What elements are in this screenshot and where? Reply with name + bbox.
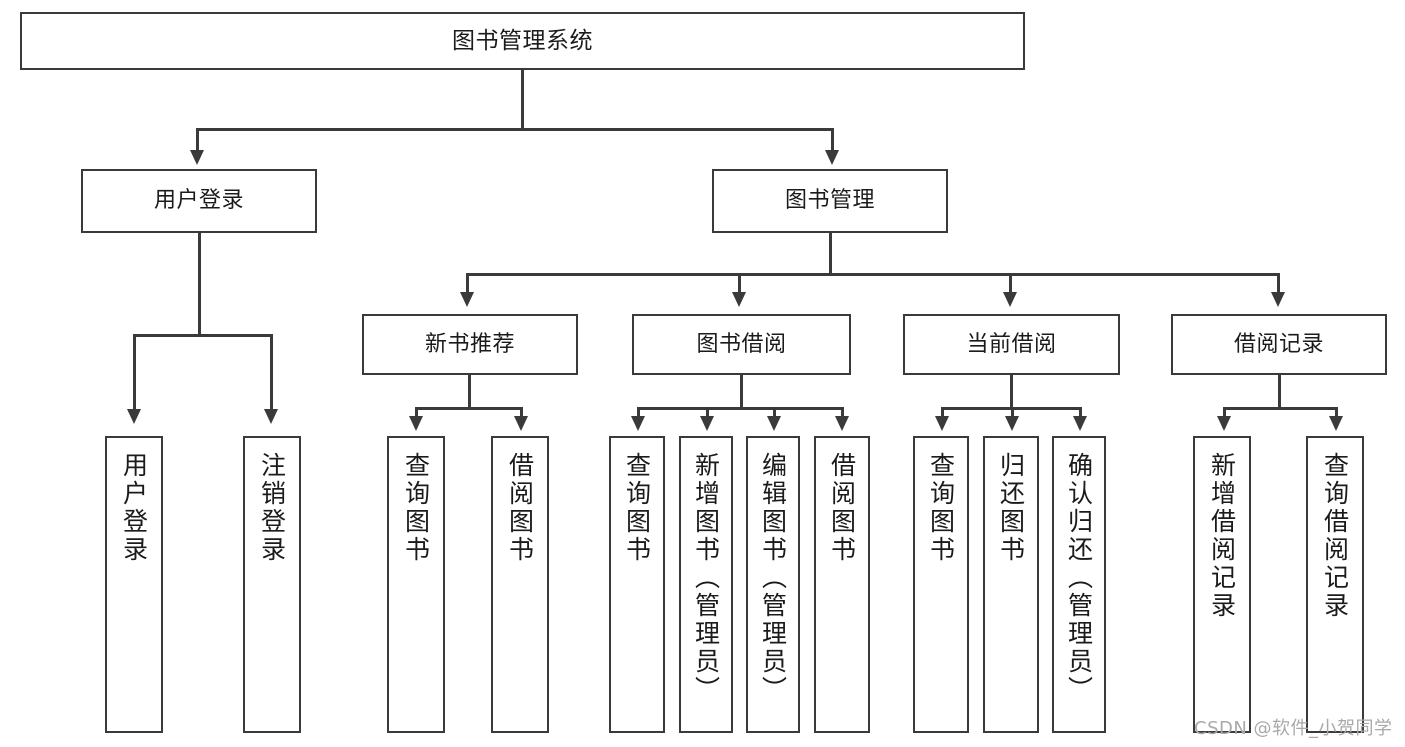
node-book-borrow[interactable]: 图书借阅 xyxy=(632,314,851,375)
node-user-login[interactable]: 用户登录 xyxy=(81,169,317,233)
connector-current-borrow-leaf2 xyxy=(1011,407,1014,419)
node-label: 借阅图书 xyxy=(505,452,535,564)
node-label: 查询图书 xyxy=(926,452,956,564)
node-book-management[interactable]: 图书管理 xyxy=(712,169,948,233)
arrow-current-borrow-leaf3 xyxy=(1073,416,1087,431)
arrow-to-book-manage xyxy=(825,150,839,165)
arrow-current-borrow-leaf2 xyxy=(1005,416,1019,431)
leaf-user-login-login[interactable]: 用户登录 xyxy=(105,436,163,733)
leaf-current-borrow-query[interactable]: 查询图书 xyxy=(913,436,969,733)
arrow-book-borrow-leaf4 xyxy=(835,416,849,431)
connector-user-login-leaf1 xyxy=(133,334,136,412)
arrow-new-book-leaf2 xyxy=(514,416,528,431)
leaf-current-borrow-return[interactable]: 归还图书 xyxy=(983,436,1039,733)
arrow-to-user-login xyxy=(190,150,204,165)
connector-new-book-bar xyxy=(415,407,523,410)
arrow-book-borrow-leaf3 xyxy=(767,416,781,431)
node-borrow-record[interactable]: 借阅记录 xyxy=(1171,314,1387,375)
node-label: 借阅记录 xyxy=(1233,331,1324,357)
node-current-borrow[interactable]: 当前借阅 xyxy=(903,314,1120,375)
connector-borrow-record-stem xyxy=(1278,375,1281,409)
connector-book-borrow-leaf2 xyxy=(706,407,709,419)
node-label: 确认归还（管理员） xyxy=(1064,452,1094,704)
arrow-to-borrow-record xyxy=(1271,292,1285,307)
leaf-book-borrow-query[interactable]: 查询图书 xyxy=(609,436,665,733)
node-label: 用户登录 xyxy=(153,188,244,214)
connector-current-borrow-leaf1 xyxy=(941,407,944,419)
connector-new-book-leaf2 xyxy=(520,407,523,419)
connector-new-book-stem xyxy=(468,375,471,409)
leaf-current-borrow-confirm[interactable]: 确认归还（管理员） xyxy=(1052,436,1106,733)
leaf-new-book-borrow[interactable]: 借阅图书 xyxy=(491,436,549,733)
arrow-to-book-borrow xyxy=(732,292,746,307)
leaf-book-borrow-borrow[interactable]: 借阅图书 xyxy=(814,436,870,733)
connector-book-borrow-stem xyxy=(740,375,743,409)
arrow-book-borrow-leaf1 xyxy=(631,416,645,431)
connector-borrow-record-bar xyxy=(1223,407,1338,410)
connector-current-borrow-leaf3 xyxy=(1079,407,1082,419)
connector-user-login-leaf2 xyxy=(270,334,273,412)
arrow-borrow-record-leaf2 xyxy=(1329,416,1343,431)
connector-user-login-bar xyxy=(133,334,273,337)
node-label: 新增借阅记录 xyxy=(1207,452,1237,620)
node-label: 当前借阅 xyxy=(966,331,1057,357)
arrow-book-borrow-leaf2 xyxy=(700,416,714,431)
csdn-watermark: CSDN @软件_小贺同学 xyxy=(1194,718,1393,739)
node-label: 查询借阅记录 xyxy=(1320,452,1350,620)
connector-book-borrow-leaf4 xyxy=(841,407,844,419)
arrow-new-book-leaf1 xyxy=(409,416,423,431)
leaf-new-book-query[interactable]: 查询图书 xyxy=(387,436,445,733)
node-label: 借阅图书 xyxy=(827,452,857,564)
connector-user-login-stem xyxy=(198,233,201,336)
node-new-book-recommend[interactable]: 新书推荐 xyxy=(362,314,578,375)
connector-book-manage-bar xyxy=(466,273,1278,276)
connector-book-borrow-bar xyxy=(637,407,844,410)
node-label: 图书管理系统 xyxy=(452,27,593,54)
connector-borrow-record-leaf1 xyxy=(1223,407,1226,419)
node-root-system[interactable]: 图书管理系统 xyxy=(20,12,1025,70)
leaf-borrow-record-query[interactable]: 查询借阅记录 xyxy=(1306,436,1364,733)
node-label: 注销登录 xyxy=(257,452,287,564)
connector-borrow-record-leaf2 xyxy=(1335,407,1338,419)
connector-to-borrow-record xyxy=(1277,273,1280,295)
connector-to-new-book xyxy=(466,273,469,295)
leaf-user-login-logout[interactable]: 注销登录 xyxy=(243,436,301,733)
arrow-current-borrow-leaf1 xyxy=(935,416,949,431)
connector-to-current-borrow xyxy=(1009,273,1012,295)
node-label: 编辑图书（管理员） xyxy=(758,452,788,704)
connector-root-stem xyxy=(521,70,524,130)
arrow-user-login-leaf1 xyxy=(127,409,141,424)
node-label: 图书借阅 xyxy=(696,331,787,357)
connector-book-manage-stem xyxy=(829,233,832,275)
connector-to-book-borrow xyxy=(738,273,741,295)
connector-book-borrow-leaf3 xyxy=(773,407,776,419)
node-label: 查询图书 xyxy=(622,452,652,564)
node-label: 新增图书（管理员） xyxy=(691,452,721,704)
node-label: 用户登录 xyxy=(119,452,149,564)
arrow-user-login-leaf2 xyxy=(264,409,278,424)
leaf-borrow-record-add[interactable]: 新增借阅记录 xyxy=(1193,436,1251,733)
connector-new-book-leaf1 xyxy=(415,407,418,419)
arrow-to-current-borrow xyxy=(1003,292,1017,307)
connector-current-borrow-stem xyxy=(1010,375,1013,409)
arrow-borrow-record-leaf1 xyxy=(1217,416,1231,431)
leaf-book-borrow-edit[interactable]: 编辑图书（管理员） xyxy=(746,436,800,733)
leaf-book-borrow-add[interactable]: 新增图书（管理员） xyxy=(679,436,733,733)
connector-to-book-manage xyxy=(831,128,834,153)
node-label: 归还图书 xyxy=(996,452,1026,564)
connector-book-borrow-leaf1 xyxy=(637,407,640,419)
arrow-to-new-book xyxy=(460,292,474,307)
connector-to-user-login xyxy=(196,128,199,153)
node-label: 查询图书 xyxy=(401,452,431,564)
node-label: 图书管理 xyxy=(784,188,875,214)
node-label: 新书推荐 xyxy=(424,331,515,357)
connector-root-bar xyxy=(196,128,834,131)
